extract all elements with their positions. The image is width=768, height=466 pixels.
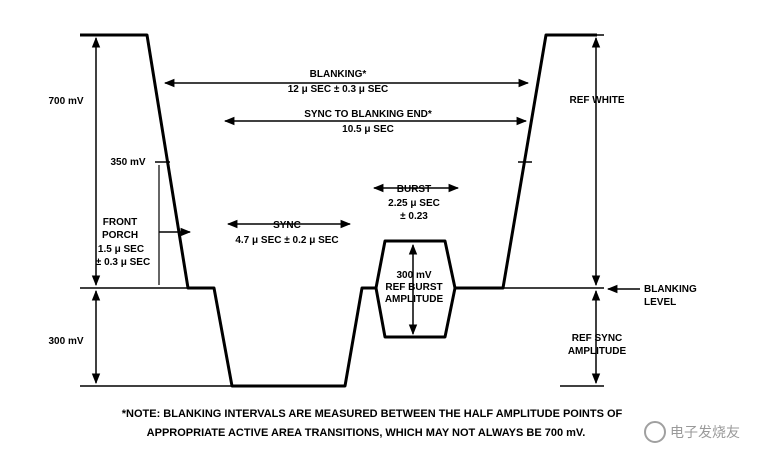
burst-time-label-1: 2.25 μ SEC [388, 198, 440, 209]
ref-white-label: REF WHITE [570, 95, 625, 106]
note-line-2: APPROPRIATE ACTIVE AREA TRANSITIONS, WHI… [147, 427, 586, 439]
sync-to-blanking-end-label: SYNC TO BLANKING END* [304, 109, 432, 120]
burst-time-label-2: ± 0.23 [400, 211, 428, 222]
video-waveform [80, 33, 597, 388]
blanking-level-label-2: LEVEL [644, 297, 676, 308]
burst-label: BURST [397, 184, 431, 195]
front-porch-label-4: ± 0.3 μ SEC [96, 257, 150, 268]
blanking-label: BLANKING* [310, 69, 367, 80]
front-porch-label-3: 1.5 μ SEC [98, 244, 144, 255]
ref-burst-label-3: AMPLITUDE [385, 294, 444, 305]
level-300mv-label: 300 mV [48, 336, 83, 347]
blanking-level-label-1: BLANKING [644, 284, 697, 295]
watermark-text: 电子发烧友 [670, 424, 740, 440]
level-350mv-label: 350 mV [110, 157, 145, 168]
blanking-time-label: 12 μ SEC ± 0.3 μ SEC [288, 84, 389, 95]
watermark-logo-icon [644, 421, 666, 443]
sync-time-label: 4.7 μ SEC ± 0.2 μ SEC [235, 235, 338, 246]
sync-to-blanking-end-time-label: 10.5 μ SEC [342, 124, 394, 135]
front-porch-label-2: PORCH [102, 230, 138, 241]
burst-envelope [374, 287, 457, 339]
ref-sync-label-2: AMPLITUDE [568, 346, 627, 357]
ref-sync-label-1: REF SYNC [572, 333, 623, 344]
watermark: 电子发烧友 [644, 421, 740, 443]
level-700mv-label: 700 mV [48, 96, 83, 107]
ref-burst-label-1: 300 mV [396, 270, 431, 281]
sync-label: SYNC [273, 220, 301, 231]
front-porch-label-1: FRONT [103, 217, 137, 228]
ref-burst-label-2: REF BURST [385, 282, 442, 293]
note-line-1: *NOTE: BLANKING INTERVALS ARE MEASURED B… [122, 408, 623, 420]
